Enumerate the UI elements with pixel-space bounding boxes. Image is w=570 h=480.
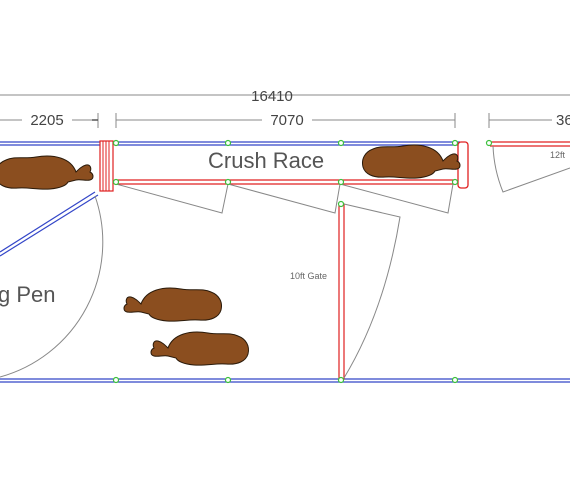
pen-label: g Pen xyxy=(0,282,56,307)
fence-posts xyxy=(112,139,493,384)
post xyxy=(451,139,459,147)
cow-icon xyxy=(361,144,461,179)
post xyxy=(112,376,120,384)
gate-12ft-label: 12ft xyxy=(550,150,566,160)
right-segment-dimension: 36 xyxy=(488,110,570,129)
post xyxy=(224,139,232,147)
post xyxy=(112,178,120,186)
left-segment-dimension: 2205 xyxy=(0,110,99,129)
post xyxy=(337,139,345,147)
cow-icon xyxy=(150,331,250,366)
crush-head-bail xyxy=(99,140,114,192)
crush-race-label: Crush Race xyxy=(208,148,324,173)
post xyxy=(337,376,345,384)
overall-dimension: 16410 xyxy=(0,88,570,105)
post xyxy=(224,178,232,186)
crush-race-rails xyxy=(116,141,469,189)
post xyxy=(224,376,232,384)
right-segment-label: 36 xyxy=(556,112,570,129)
post xyxy=(485,139,493,147)
middle-segment-label: 7070 xyxy=(270,112,303,129)
cow-icon xyxy=(0,155,94,190)
post xyxy=(337,200,345,208)
middle-segment-dimension: 7070 xyxy=(115,110,456,129)
gate-10ft: 10ft Gate xyxy=(290,203,401,380)
top-fence xyxy=(0,141,460,146)
race-gate-swings xyxy=(115,183,454,214)
left-segment-label: 2205 xyxy=(30,112,63,129)
cow-icon xyxy=(123,287,223,322)
post xyxy=(112,139,120,147)
gate-10ft-label: 10ft Gate xyxy=(290,271,327,281)
overall-dimension-label: 16410 xyxy=(251,88,293,105)
post xyxy=(451,376,459,384)
pen-gate xyxy=(0,191,104,378)
bottom-fence xyxy=(0,378,570,383)
post xyxy=(451,178,459,186)
gate-12ft: 12ft xyxy=(490,141,570,193)
post xyxy=(337,178,345,186)
